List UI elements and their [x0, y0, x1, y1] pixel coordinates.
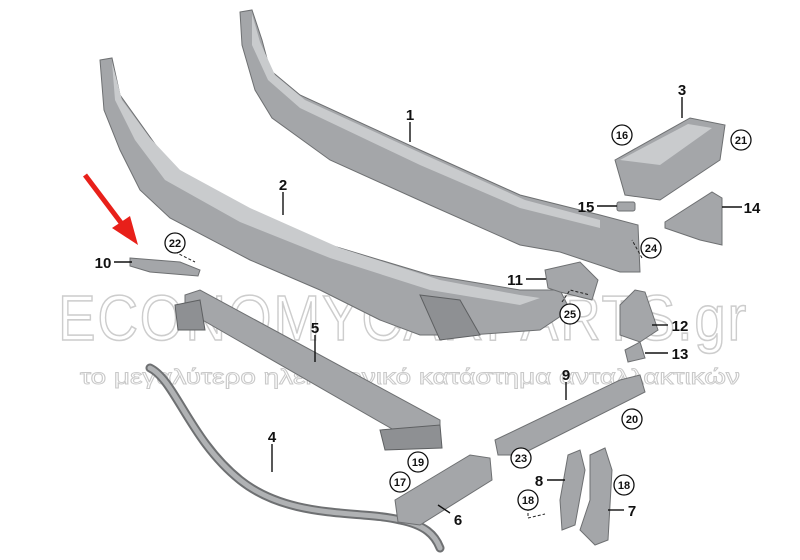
part-13-clip	[624, 341, 646, 363]
part-15-clip	[616, 201, 636, 212]
part-7-bracket	[579, 447, 613, 546]
callout-16: 16	[611, 124, 633, 146]
callout-20: 20	[621, 408, 643, 430]
callout-13: 13	[672, 346, 689, 363]
callout-3: 3	[678, 82, 686, 99]
callout-1: 1	[406, 107, 414, 124]
callout-24: 24	[640, 237, 662, 259]
callout-15: 15	[578, 199, 595, 216]
callout-11: 11	[507, 272, 523, 289]
part-8-bracket	[559, 449, 586, 531]
callout-2: 2	[279, 177, 287, 194]
svg-text:18: 18	[618, 480, 630, 492]
callout-25: 25	[559, 303, 581, 325]
callout-18-left: 18	[517, 489, 539, 511]
part-3-bracket	[614, 117, 726, 201]
callout-8: 8	[535, 473, 543, 490]
circled-callouts: 16 17 18 18 19 20 21 22 23 24 25	[164, 124, 752, 511]
callout-5: 5	[311, 320, 319, 337]
svg-text:23: 23	[515, 453, 527, 465]
svg-text:18: 18	[522, 495, 534, 507]
callout-17: 17	[389, 471, 411, 493]
svg-text:19: 19	[412, 457, 424, 469]
callout-7: 7	[628, 503, 636, 520]
svg-text:24: 24	[645, 243, 658, 255]
svg-text:20: 20	[626, 414, 638, 426]
svg-text:25: 25	[564, 309, 576, 321]
red-arrow-indicator	[83, 173, 138, 245]
callout-4: 4	[268, 429, 277, 446]
callout-6: 6	[454, 512, 462, 529]
part-5-strut	[174, 289, 443, 451]
part-9-rail	[494, 374, 646, 456]
callout-10: 10	[95, 255, 112, 272]
svg-text:21: 21	[735, 135, 747, 147]
callout-22: 22	[164, 232, 186, 254]
svg-text:16: 16	[616, 130, 628, 142]
callout-12: 12	[672, 318, 689, 335]
part-1-beam	[239, 9, 641, 273]
part-12-bracket	[619, 289, 659, 343]
callout-21: 21	[730, 129, 752, 151]
callout-14: 14	[744, 200, 761, 217]
part-14-plate	[664, 191, 723, 246]
leader-lines	[114, 97, 742, 519]
part-10-bracket	[129, 257, 201, 277]
callout-18-right: 18	[613, 474, 635, 496]
svg-text:22: 22	[169, 238, 181, 250]
callout-19: 19	[407, 451, 429, 473]
svg-text:17: 17	[394, 477, 406, 489]
watermark-tagline: το μεγαλύτερο ηλεκτρονικό κατάστημα αντα…	[80, 366, 740, 389]
plain-callouts: 1 2 3 4 5 6 7 8 9 10 11 12 13 14 15	[95, 82, 761, 529]
part-6-profile	[394, 454, 493, 526]
part-11-bracket	[544, 261, 599, 301]
part-2-carrier	[99, 57, 571, 341]
callout-9: 9	[562, 367, 570, 384]
callout-23: 23	[510, 447, 532, 469]
